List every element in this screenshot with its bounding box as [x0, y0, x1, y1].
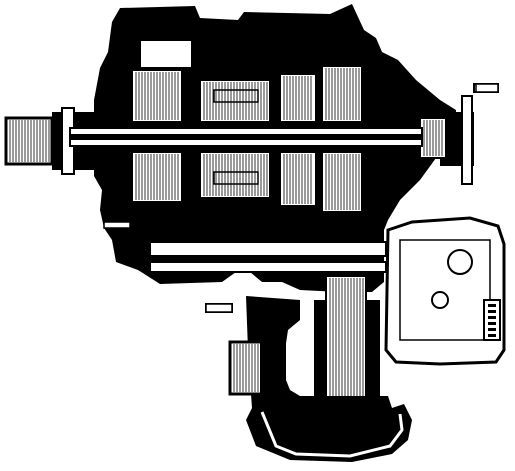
main-shaft [69, 127, 423, 147]
lower-case [246, 296, 412, 462]
bolts [103, 83, 499, 313]
gear-teeth-hatching [9, 68, 443, 434]
countershaft [149, 241, 387, 273]
main-housing [94, 4, 456, 292]
control-module [384, 216, 506, 366]
